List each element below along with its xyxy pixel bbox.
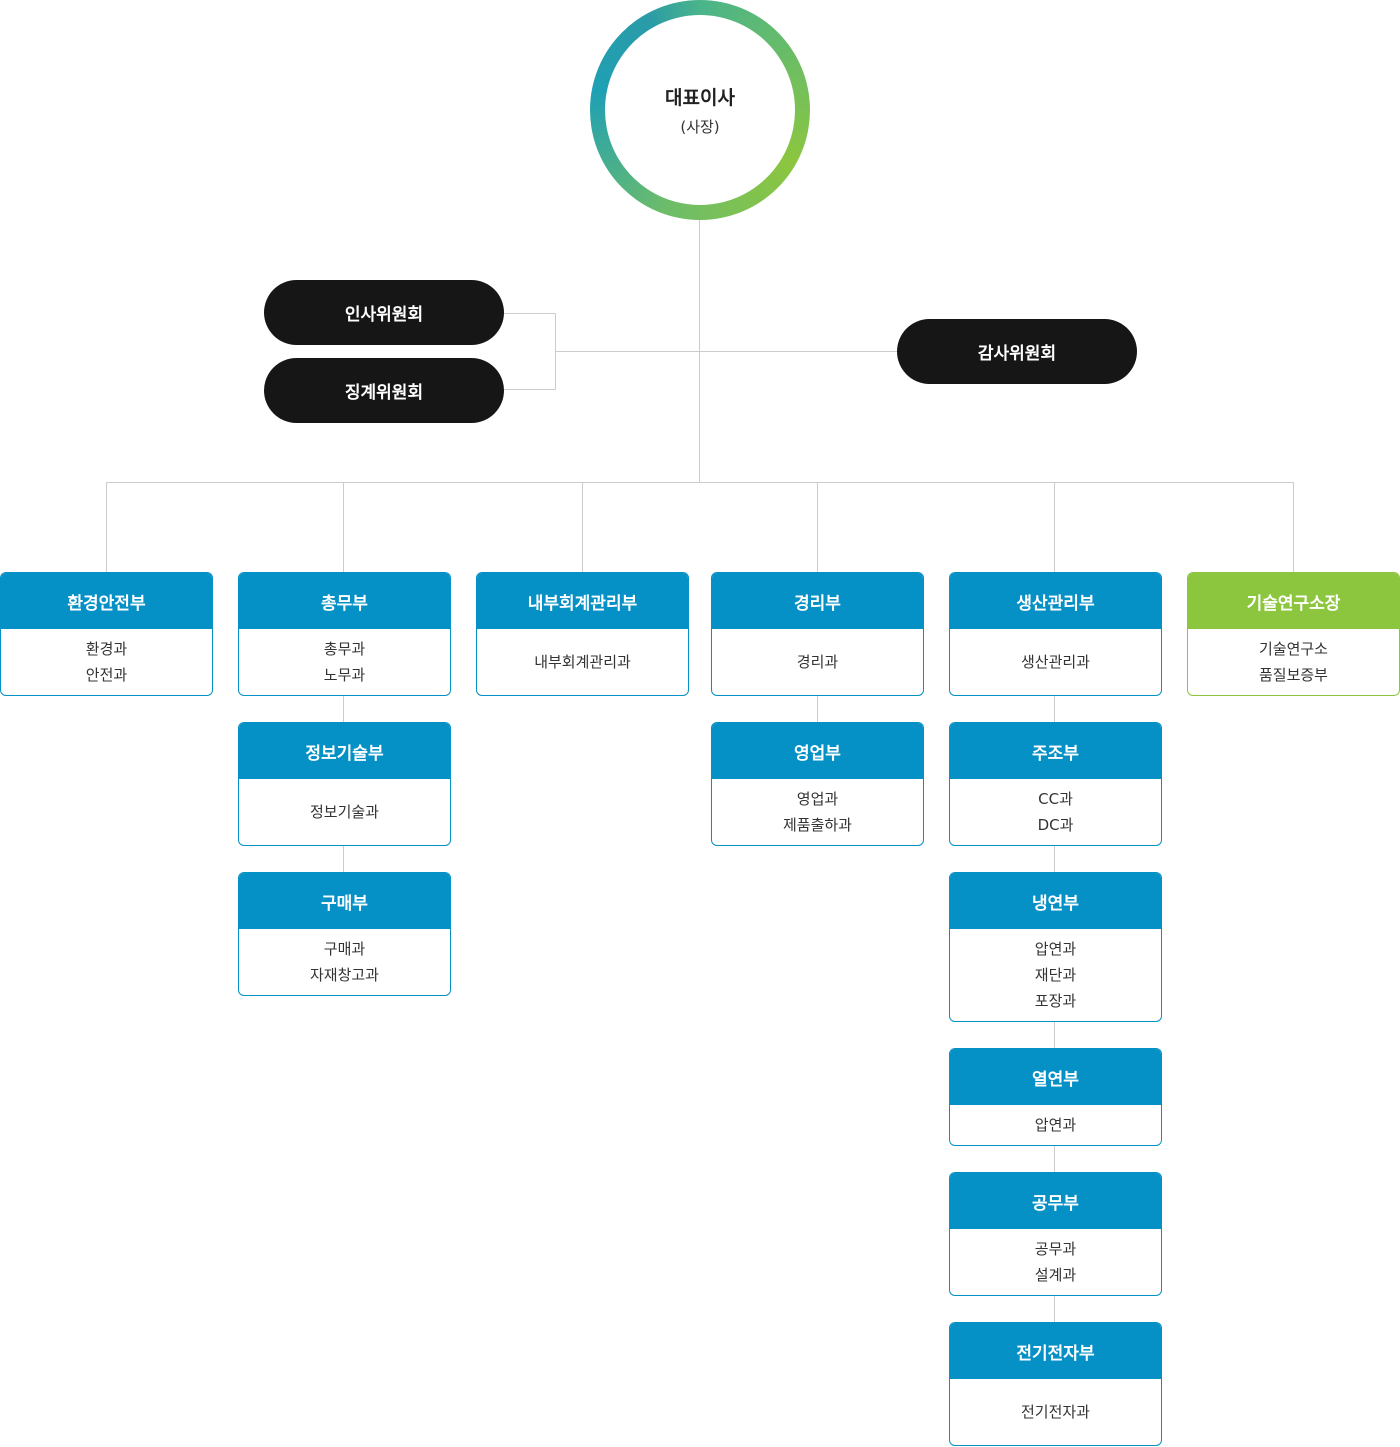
dept-title: 환경안전부	[1, 573, 212, 629]
unit-label: 재단과	[1034, 966, 1077, 984]
unit-label: 내부회계관리과	[534, 653, 631, 671]
dept-units: 경리과	[712, 629, 923, 695]
unit-label: 환경과	[85, 640, 128, 658]
dept-units: 압연과 재단과 포장과	[950, 929, 1161, 1021]
unit-label: 압연과	[1034, 940, 1077, 958]
dept-title: 내부회계관리부	[477, 573, 688, 629]
dept-units: 내부회계관리과	[477, 629, 688, 695]
ceo-node: 대표이사 (사장)	[590, 0, 810, 220]
committee-hr: 인사위원회	[264, 280, 504, 345]
unit-label: 압연과	[1034, 1116, 1077, 1134]
dept-units: 생산관리과	[950, 629, 1161, 695]
dept-box-research: 기술연구소장 기술연구소 품질보증부	[1187, 572, 1400, 696]
dept-box-hot-rolling: 열연부 압연과	[949, 1048, 1162, 1146]
unit-label: 기술연구소	[1258, 640, 1328, 658]
dept-title: 구매부	[239, 873, 450, 929]
dept-title: 주조부	[950, 723, 1161, 779]
dept-units: 압연과	[950, 1105, 1161, 1145]
dept-box-casting: 주조부 CC과 DC과	[949, 722, 1162, 846]
dept-title: 생산관리부	[950, 573, 1161, 629]
ceo-subtitle: (사장)	[680, 118, 720, 136]
ceo-title: 대표이사	[665, 87, 735, 109]
dept-units: 총무과 노무과	[239, 629, 450, 695]
dept-title: 영업부	[712, 723, 923, 779]
unit-label: 품질보증부	[1258, 666, 1328, 684]
unit-label: 총무과	[323, 640, 366, 658]
unit-label: 구매과	[323, 940, 366, 958]
unit-label: 설계과	[1034, 1266, 1077, 1284]
dept-title: 정보기술부	[239, 723, 450, 779]
dept-title: 경리부	[712, 573, 923, 629]
dept-title: 냉연부	[950, 873, 1161, 929]
dept-box-engineering: 공무부 공무과 설계과	[949, 1172, 1162, 1296]
unit-label: CC과	[1038, 790, 1073, 808]
unit-label: 포장과	[1034, 992, 1077, 1010]
dept-units: 정보기술과	[239, 779, 450, 845]
dept-title: 공무부	[950, 1173, 1161, 1229]
dept-box-general-affairs: 총무부 총무과 노무과	[238, 572, 451, 696]
dept-box-it: 정보기술부 정보기술과	[238, 722, 451, 846]
dept-units: 공무과 설계과	[950, 1229, 1161, 1295]
dept-units: 전기전자과	[950, 1379, 1161, 1445]
dept-box-production-mgmt: 생산관리부 생산관리과	[949, 572, 1162, 696]
dept-box-sales: 영업부 영업과 제품출하과	[711, 722, 924, 846]
unit-label: 제품출하과	[782, 816, 852, 834]
unit-label: 안전과	[85, 666, 128, 684]
dept-units: 기술연구소 품질보증부	[1188, 629, 1399, 695]
unit-label: 전기전자과	[1020, 1403, 1090, 1421]
committee-discipline: 징계위원회	[264, 358, 504, 423]
dept-units: 환경과 안전과	[1, 629, 212, 695]
dept-box-internal-accounting: 내부회계관리부 내부회계관리과	[476, 572, 689, 696]
unit-label: 영업과	[796, 790, 839, 808]
dept-units: CC과 DC과	[950, 779, 1161, 845]
dept-title: 전기전자부	[950, 1323, 1161, 1379]
dept-title: 총무부	[239, 573, 450, 629]
dept-box-accounting: 경리부 경리과	[711, 572, 924, 696]
unit-label: 자재창고과	[309, 966, 379, 984]
committee-audit: 감사위원회	[897, 319, 1137, 384]
dept-title: 기술연구소장	[1188, 573, 1399, 629]
unit-label: 생산관리과	[1020, 653, 1090, 671]
unit-label: 경리과	[796, 653, 839, 671]
dept-box-purchasing: 구매부 구매과 자재창고과	[238, 872, 451, 996]
ceo-circle: 대표이사 (사장)	[605, 15, 795, 205]
unit-label: DC과	[1037, 816, 1074, 834]
dept-box-env-safety: 환경안전부 환경과 안전과	[0, 572, 213, 696]
dept-box-cold-rolling: 냉연부 압연과 재단과 포장과	[949, 872, 1162, 1022]
dept-title: 열연부	[950, 1049, 1161, 1105]
dept-units: 영업과 제품출하과	[712, 779, 923, 845]
dept-units: 구매과 자재창고과	[239, 929, 450, 995]
unit-label: 노무과	[323, 666, 366, 684]
dept-box-electrical: 전기전자부 전기전자과	[949, 1322, 1162, 1446]
unit-label: 정보기술과	[309, 803, 379, 821]
unit-label: 공무과	[1034, 1240, 1077, 1258]
